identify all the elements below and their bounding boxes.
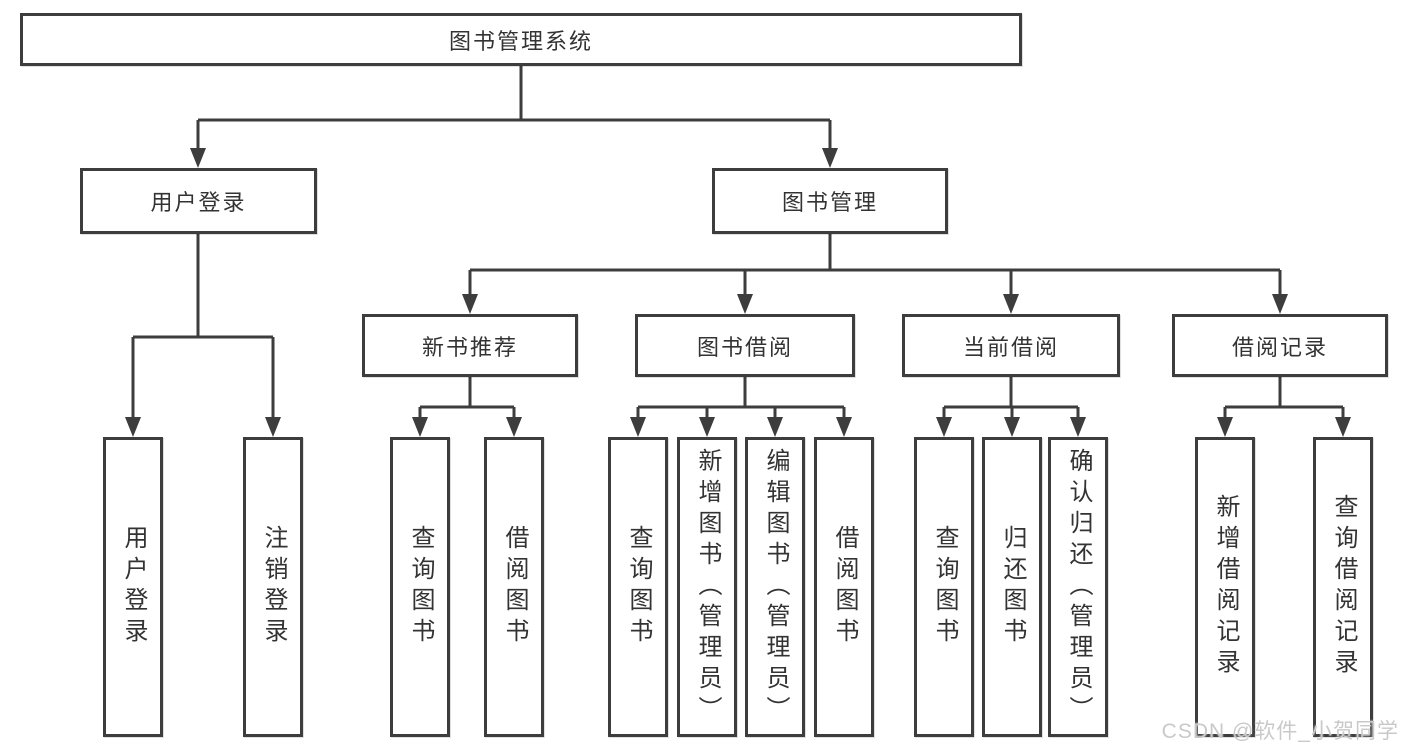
node-book-management-label: 图书管理: [781, 190, 878, 215]
leaf-borrow-add-books-admin-label: 新增图书（管理员）: [694, 447, 721, 727]
leaf-current-query-books-label: 查询图书: [931, 525, 958, 649]
node-current-borrow-label: 当前借阅: [962, 334, 1059, 360]
connector-current-to-leaves: [936, 377, 1086, 437]
node-borrow-records-label: 借阅记录: [1231, 334, 1328, 360]
leaf-current-confirm-return-admin-label: 确认归还（管理员）: [1065, 447, 1092, 727]
node-book-borrow-label: 图书借阅: [696, 334, 793, 360]
leaf-current-return-books-label: 归还图书: [999, 525, 1026, 649]
leaf-user-login-label: 用户登录: [120, 525, 147, 649]
connector-recommend-to-leaves: [412, 377, 522, 437]
leaf-logout: 注销登录: [243, 437, 303, 737]
node-book-borrow: 图书借阅: [635, 314, 855, 377]
leaf-records-query-record-label: 查询借阅记录: [1330, 494, 1357, 680]
leaf-logout-label: 注销登录: [260, 525, 287, 649]
leaf-current-query-books: 查询图书: [914, 437, 974, 737]
leaf-records-add-record-label: 新增借阅记录: [1212, 494, 1239, 680]
leaf-recommend-query-books: 查询图书: [390, 437, 450, 737]
connector-mgmt-to-level3: [462, 234, 1288, 314]
leaf-recommend-borrow-books-label: 借阅图书: [501, 525, 528, 649]
connector-root-to-level2: [190, 66, 838, 168]
leaf-current-confirm-return-admin: 确认归还（管理员）: [1048, 437, 1108, 737]
node-user-login: 用户登录: [80, 168, 317, 234]
node-new-book-recommend-label: 新书推荐: [421, 334, 518, 360]
node-book-management: 图书管理: [712, 168, 948, 234]
connector-login-to-leaves: [125, 234, 281, 437]
node-root-system-label: 图书管理系统: [448, 28, 593, 54]
leaf-recommend-borrow-books: 借阅图书: [484, 437, 544, 737]
node-root-system: 图书管理系统: [20, 13, 1022, 66]
leaf-current-return-books: 归还图书: [982, 437, 1042, 737]
node-current-borrow: 当前借阅: [902, 314, 1120, 377]
leaf-borrow-borrow-books-label: 借阅图书: [831, 525, 858, 649]
leaf-records-add-record: 新增借阅记录: [1195, 437, 1255, 737]
leaf-borrow-query-books: 查询图书: [608, 437, 668, 737]
connector-borrow-to-leaves: [630, 377, 852, 437]
csdn-watermark: CSDN @软件_小贺同学: [1161, 720, 1399, 743]
leaf-borrow-add-books-admin: 新增图书（管理员）: [677, 437, 737, 737]
node-borrow-records: 借阅记录: [1172, 314, 1388, 377]
leaf-borrow-query-books-label: 查询图书: [625, 525, 652, 649]
leaf-recommend-query-books-label: 查询图书: [407, 525, 434, 649]
leaf-borrow-edit-books-admin-label: 编辑图书（管理员）: [762, 447, 789, 727]
leaf-records-query-record: 查询借阅记录: [1313, 437, 1373, 737]
leaf-borrow-edit-books-admin: 编辑图书（管理员）: [745, 437, 805, 737]
leaf-user-login: 用户登录: [103, 437, 163, 737]
node-new-book-recommend: 新书推荐: [362, 314, 578, 377]
leaf-borrow-borrow-books: 借阅图书: [814, 437, 874, 737]
node-user-login-label: 用户登录: [150, 190, 247, 215]
connector-records-to-leaves: [1217, 377, 1351, 437]
